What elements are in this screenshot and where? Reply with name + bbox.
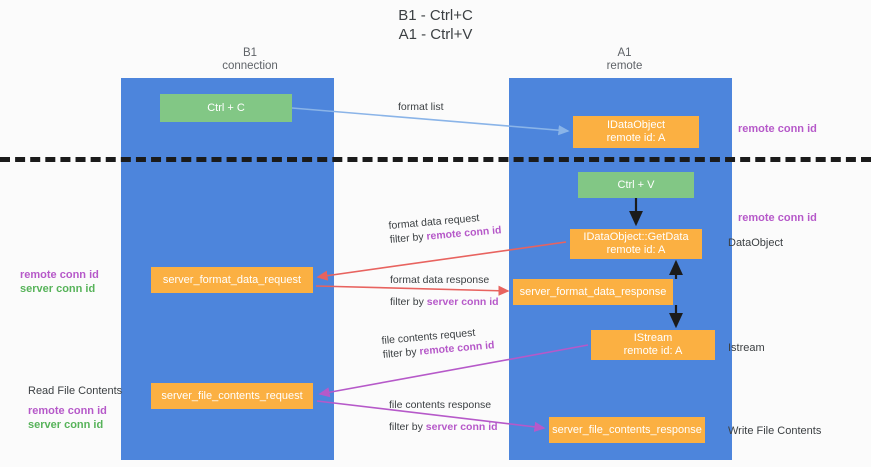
node-server-file-contents-request[interactable]: server_file_contents_request [151,383,313,409]
edge-label-format-data-response: format data response filter by server co… [390,273,499,309]
node-server-file-contents-response-label: server_file_contents_response [552,423,702,436]
node-server-file-contents-response[interactable]: server_file_contents_response [549,417,705,443]
edge-label-format-data-request: format data request filter by remote con… [388,209,502,247]
column-header-b1: B1 connection [222,47,278,72]
node-server-format-data-response[interactable]: server_format_data_response [513,279,673,305]
filter-prefix: filter by [389,421,426,433]
node-idataobject-label: IDataObject [606,119,666,131]
node-idataobject[interactable]: IDataObject remote id: A [573,116,699,148]
edge-label-format-data-response-line2: filter by server conn id [390,295,499,309]
edge-label-file-contents-response-line2: filter by server conn id [389,420,498,434]
annotation-remote-conn-id-mid: remote conn id [738,212,817,224]
annotation-istream: Istream [728,342,765,354]
node-server-file-contents-request-label: server_file_contents_request [161,389,303,402]
section-divider [0,157,871,162]
annotation-read-file-contents: Read File Contents [28,385,123,397]
edge-label-file-contents-request: file contents request filter by remote c… [381,324,495,362]
annotation-left-read-file-contents-group: Read File Contents remote conn id server… [28,384,122,432]
annotation-write-file-contents: Write File Contents [728,425,822,437]
annotation-left-remote-conn-id-2: remote conn id [28,405,107,417]
node-ctrl-c[interactable]: Ctrl + C [160,94,292,122]
edge-label-format-list: format list [398,101,444,113]
node-istream-label: IStream [633,332,673,344]
node-server-format-data-request[interactable]: server_format_data_request [151,267,313,293]
page-title: B1 - Ctrl+C A1 - Ctrl+V [398,7,473,43]
node-ctrl-v[interactable]: Ctrl + V [578,172,694,198]
edge-label-format-data-response-line1: format data response [390,274,490,286]
annotation-remote-conn-id-top: remote conn id [738,123,817,135]
annotation-left-remote-conn-id: remote conn id [20,269,99,281]
filter-key-server-conn-id: server conn id [425,421,498,433]
annotation-left-conn-ids: remote conn id server conn id [20,268,99,296]
node-getdata-label: IDataObject::GetData [583,231,689,243]
node-idataobject-sublabel: remote id: A [606,132,666,144]
column-header-a1: A1 remote [606,47,643,72]
node-istream-sublabel: remote id: A [623,345,683,357]
annotation-left-server-conn-id: server conn id [20,283,96,295]
annotation-left-server-conn-id-2: server conn id [28,419,104,431]
edge-label-file-contents-response-line1: file contents response [389,399,492,411]
annotation-dataobject: DataObject [728,237,784,249]
node-getdata-sublabel: remote id: A [606,244,666,256]
filter-key-server-conn-id: server conn id [426,296,499,308]
edge-label-file-contents-response: file contents response filter by server … [389,398,498,434]
node-istream[interactable]: IStream remote id: A [591,330,715,360]
node-server-format-data-request-label: server_format_data_request [162,273,302,286]
filter-prefix: filter by [389,230,427,246]
node-ctrl-v-label: Ctrl + V [617,178,655,191]
node-ctrl-c-label: Ctrl + C [207,101,245,114]
node-server-format-data-response-label: server_format_data_response [519,285,667,298]
node-idataobject-getdata[interactable]: IDataObject::GetData remote id: A [570,229,702,259]
filter-prefix: filter by [382,345,420,361]
filter-prefix: filter by [390,296,427,308]
